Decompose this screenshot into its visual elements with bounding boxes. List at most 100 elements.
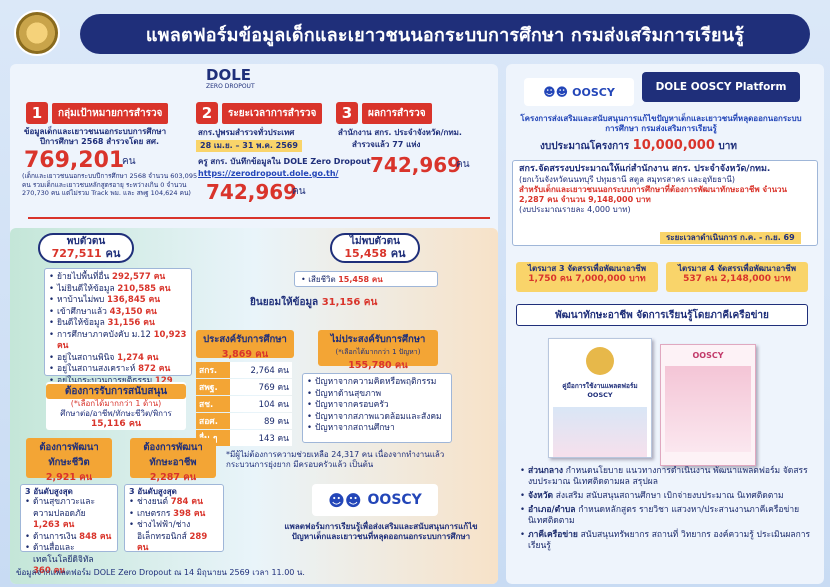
- lifeskill-head: 3 อันดับสูงสุด: [25, 487, 73, 496]
- q3-box: ไตรมาส 3 จัดสรรเพื่อพัฒนาอาชีพ 1,750 คน …: [516, 262, 658, 292]
- dole-url-link[interactable]: https://zerodropout.dole.go.th/: [198, 169, 339, 178]
- ooscy-logo-text: OOSCY: [367, 492, 422, 508]
- book-1-illustration: [553, 407, 647, 457]
- no-edu-item: ปัญหาจากสถานศึกษา: [307, 423, 447, 435]
- step-2-value: 742,969: [206, 180, 298, 204]
- alloc-line4: (งบประมาณรายละ 4,000 บาท): [519, 205, 631, 214]
- want-edu-row: สกร.2,764 คน: [196, 362, 292, 378]
- step-1-value: 769,201: [24, 148, 125, 173]
- want-edu-count: 89 คน: [230, 413, 292, 429]
- found-item-label: ยินดีให้ข้อมูล: [57, 318, 105, 328]
- want-edu-table: สกร.2,764 คนสพฐ.769 คนสช.104 คนสอศ.89 คน…: [196, 361, 292, 447]
- q3-value: 1,750 คน 7,000,000 บาท: [528, 274, 646, 284]
- jobskill-item-value: 289 คน: [137, 531, 208, 554]
- jobskill-item-value: 398 คน: [173, 508, 206, 519]
- lifeskill-item: ด้านสื่อและเทคโนโลยีดิจิทัล 360 คน: [25, 543, 113, 578]
- found-list-item: ยินดีให้ข้อมูล 31,156 คน: [49, 318, 187, 330]
- step-2-line2: ครู สกร. บันทึกข้อมูลใน DOLE Zero Dropou…: [198, 157, 371, 166]
- lifeskill-title2: ทักษะชีวิต: [48, 457, 90, 468]
- no-edu-header: ไม่ประสงค์รับการศึกษา (*เลือกได้มากกว่า …: [318, 330, 438, 371]
- no-edu-sub: (*เลือกได้มากกว่า 1 ปัญหา): [335, 348, 421, 356]
- notfound-item: เสียชีวิต: [308, 275, 336, 284]
- notfound-item-value: 15,458 คน: [338, 275, 383, 284]
- found-list-item: เข้าศึกษาแล้ว 43,150 คน: [49, 307, 187, 319]
- want-edu-count: 143 คน: [230, 430, 292, 446]
- support-value: 15,116 คน: [90, 419, 142, 429]
- found-item-value: 292,577 คน: [112, 272, 166, 282]
- want-edu-row: สพฐ.769 คน: [196, 379, 292, 395]
- notfound-value: 15,458: [344, 247, 387, 260]
- found-list-item: อยู่ในสถานพินิจ 1,274 คน: [49, 353, 187, 365]
- step-3-label: ผลการสำรวจ: [362, 103, 432, 124]
- no-edu-item: ปัญหาจากสภาพแวดล้อมและสังคม: [307, 412, 447, 424]
- ooscy-logo-right-text: OOSCY: [572, 85, 615, 99]
- found-item-value: 10,923 คน: [57, 329, 187, 352]
- notfound-pill: ไม่พบตัวตน 15,458 คน: [330, 233, 420, 263]
- no-edu-item: ปัญหาจากความคิดหรือพฤติกรรม: [307, 377, 447, 389]
- want-edu-count: 2,764 คน: [230, 362, 292, 378]
- book-2-title: OOSCY: [692, 351, 724, 360]
- jobskill-value: 2,287 คน: [149, 472, 197, 483]
- manual-book-2: OOSCY: [660, 344, 756, 466]
- want-edu-agency: สช.: [196, 396, 230, 412]
- lifeskill-item-label: ด้านสุขภาวะและความปลอดภัย: [33, 497, 96, 519]
- ooscy-logo: ☻☻ OOSCY: [312, 484, 438, 516]
- step-1-label: กลุ่มเป้าหมายการสำรวจ: [52, 103, 169, 124]
- dole-logo: DOLE ZERO DROPOUT: [206, 68, 266, 96]
- q4-value: 537 คน 2,148,000 บาท: [683, 274, 791, 284]
- jobskill-item-value: 784 คน: [170, 497, 203, 507]
- notfound-box: • เสียชีวิต 15,458 คน: [294, 271, 438, 287]
- found-item-value: 31,156 คน: [107, 318, 155, 328]
- page-title: แพลตฟอร์มข้อมูลเด็กและเยาวชนนอกระบบการศึ…: [80, 14, 810, 54]
- role-key: จังหวัด: [528, 491, 554, 501]
- lifeskill-list: 3 อันดับสูงสุด ด้านสุขภาวะและความปลอดภัย…: [20, 484, 118, 576]
- role-key: ส่วนกลาง: [528, 466, 564, 476]
- found-list: ย้ายไปพื้นที่อื่น 292,577 คนไม่ยินดีให้ข…: [44, 268, 192, 397]
- no-edu-value: 155,780 คน: [348, 360, 408, 371]
- jobskill-title1: ต้องการพัฒนา: [143, 442, 203, 453]
- want-edu-header: ประสงค์รับการศึกษา 3,869 คน: [196, 330, 294, 360]
- manual-book-1: คู่มือการใช้งานแพลตฟอร์ม OOSCY: [548, 338, 652, 458]
- found-item-value: 210,585 คน: [117, 283, 171, 294]
- lifeskill-item-value: 1,263 คน: [33, 520, 75, 530]
- jobskill-item: เกษตรกร 398 คน: [129, 509, 219, 521]
- step-1-note: (เด็กและเยาวชนนอกระบบปีการศึกษา 2568 จำน…: [22, 172, 198, 197]
- found-item-value: 43,150 คน: [109, 306, 157, 317]
- ooscy-people-icon: ☻☻: [328, 490, 362, 510]
- lifeskill-item-label: ด้านสื่อและเทคโนโลยีดิจิทัล: [33, 543, 94, 565]
- step-1-number: 1: [26, 102, 48, 124]
- q4-box: ไตรมาส 4 จัดสรรเพื่อพัฒนาอาชีพ 537 คน 2,…: [666, 262, 808, 292]
- jobskill-item-label: เกษตรกร: [137, 508, 171, 519]
- step-3-value: 742,969: [370, 153, 462, 177]
- divider-line: [28, 217, 490, 219]
- consent-label: ยินยอมให้ข้อมูล: [250, 297, 319, 308]
- consent-row: ยินยอมให้ข้อมูล 31,156 คน: [250, 297, 377, 309]
- lifeskill-header: ต้องการพัฒนา ทักษะชีวิต 2,921 คน: [26, 438, 112, 483]
- step-2-dates: 28 เม.ย. – 31 พ.ค. 2569: [196, 140, 302, 152]
- ooscy-caption: แพลตฟอร์มการเรียนรู้เพื่อส่งเสริมและสนับ…: [284, 522, 478, 541]
- step-2-number: 2: [196, 102, 218, 124]
- alloc-line2: (ยกเว้นจังหวัดนนทบุรี ปทุมธานี สตูล สมุท…: [519, 175, 735, 184]
- step-3-number: 3: [336, 102, 358, 124]
- book-2-illustration: [665, 366, 751, 452]
- found-item-label: อยู่ในสถานสงเคราะห์: [57, 364, 136, 374]
- no-edu-item: ปัญหาด้านสุขภาพ: [307, 389, 447, 401]
- step-1-line2: ปีการศึกษา 2568 สำรวจโดย สศ.: [40, 137, 160, 146]
- step-2-label: ระยะเวลาการสำรวจ: [222, 103, 323, 124]
- step-3-unit: คน: [456, 159, 470, 170]
- found-item-label: การศึกษาภาคบังคับ ม.12: [57, 329, 151, 340]
- alloc-line1: สกร.จัดสรรงบประมาณให้แก่สำนักงาน สกร. ปร…: [519, 164, 771, 174]
- jobskill-title2: ทักษะอาชีพ: [149, 457, 197, 468]
- step-3-line2: สำรวจแล้ว 77 แห่ง: [352, 140, 421, 149]
- role-text: กำหนดนโยบาย แนวทางการดำเนินงาน พัฒนาแพลต…: [528, 466, 808, 487]
- role-item: ภาคีเครือข่าย สนับสนุนทรัพยากร สถานที่ ว…: [520, 530, 816, 552]
- step-3-line1: สำนักงาน สกร. ประจำจังหวัด/กทม.: [338, 128, 462, 137]
- budget-row: งบประมาณโครงการ 10,000,000 บาท: [540, 138, 737, 154]
- no-edu-item: ปัญหาจากครอบครัว: [307, 400, 447, 412]
- found-value: 727,511: [51, 247, 102, 260]
- found-list-item: การศึกษาภาคบังคับ ม.12 10,923 คน: [49, 330, 187, 353]
- notfound-title: ไม่พบตัวตน: [350, 236, 400, 247]
- want-edu-count: 769 คน: [230, 379, 292, 395]
- found-item-value: 872 คน: [138, 364, 171, 374]
